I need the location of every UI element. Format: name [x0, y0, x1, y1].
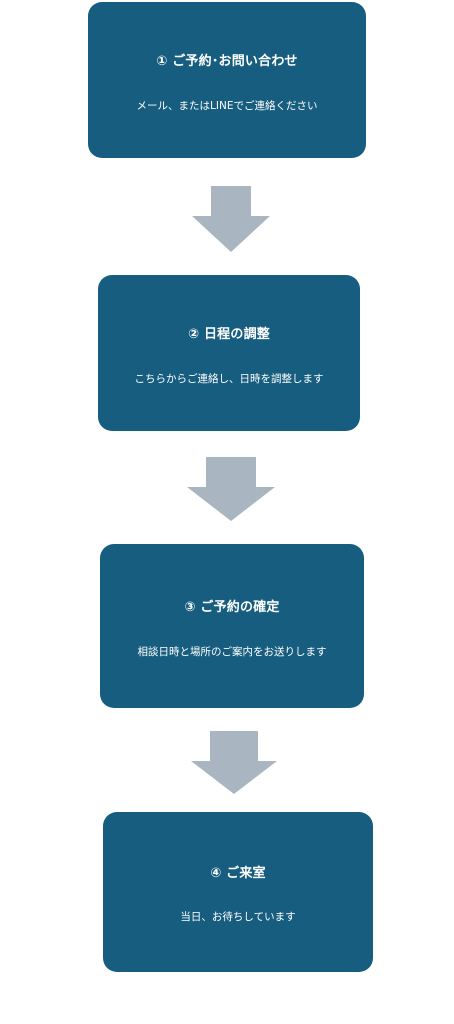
step-3-box: ③ ご予約の確定 相談日時と場所のご案内をお送りします [100, 544, 364, 708]
step-3-description: 相談日時と場所のご案内をお送りします [137, 646, 327, 658]
step-3-title: ③ ご予約の確定 [184, 600, 280, 615]
step-4-title: ④ ご来室 [210, 866, 266, 881]
step-1-description: メール、またはLINEでご連絡ください [136, 100, 318, 112]
step-2-box: ② 日程の調整 こちらからご連絡し、日時を調整します [98, 275, 360, 431]
step-1-box: ① ご予約･お問い合わせ メール、またはLINEでご連絡ください [88, 2, 366, 158]
down-arrow-icon [191, 731, 277, 794]
step-1-title: ① ご予約･お問い合わせ [156, 54, 298, 69]
down-arrow-icon [187, 457, 275, 521]
step-4-box: ④ ご来室 当日、お待ちしています [103, 812, 373, 972]
step-4-description: 当日、お待ちしています [180, 911, 296, 923]
down-arrow-icon [192, 186, 270, 252]
step-2-title: ② 日程の調整 [188, 327, 270, 342]
step-2-description: こちらからご連絡し、日時を調整します [134, 373, 324, 385]
